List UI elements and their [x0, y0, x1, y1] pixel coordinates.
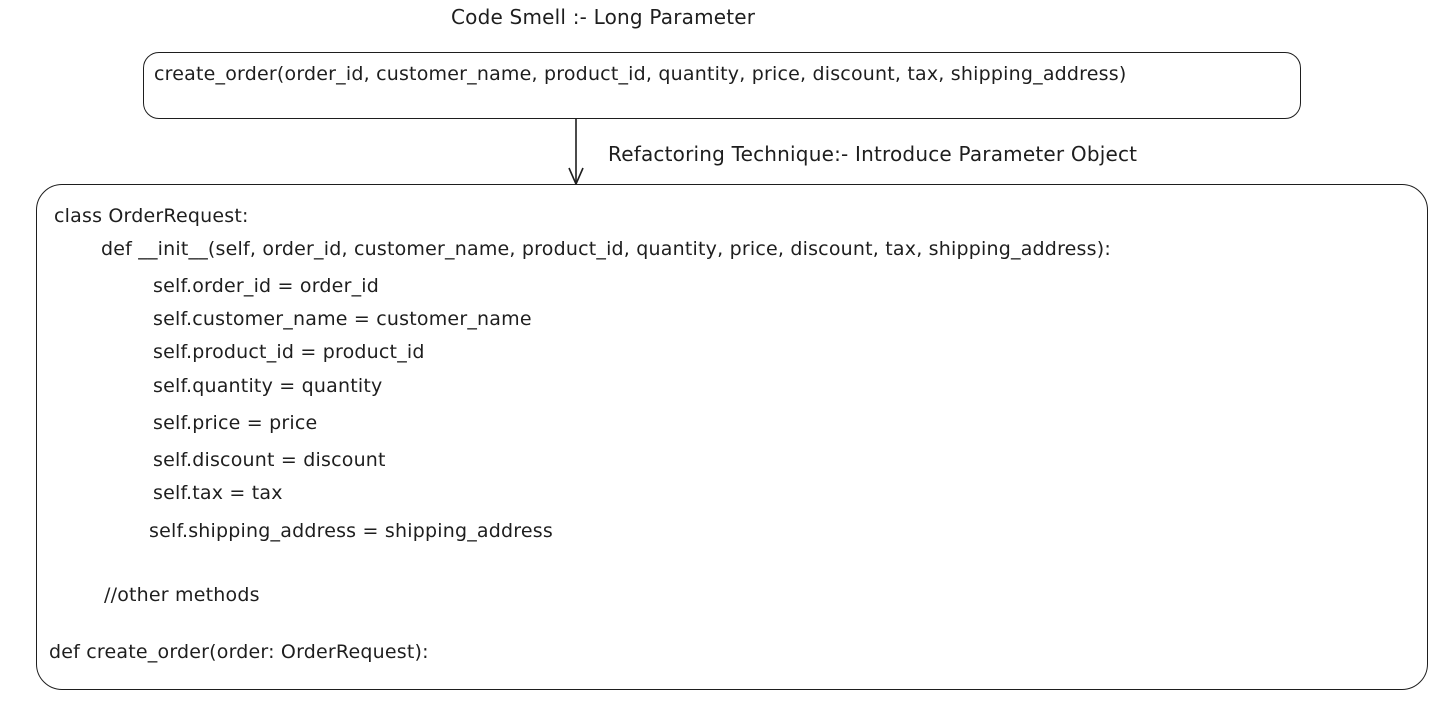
class-declaration: class OrderRequest: — [54, 205, 249, 227]
assign-customer-name: self.customer_name = customer_name — [153, 308, 532, 330]
create-order-refactored: def create_order(order: OrderRequest): — [49, 641, 429, 663]
before-signature: create_order(order_id, customer_name, pr… — [154, 63, 1127, 85]
assign-discount: self.discount = discount — [153, 449, 386, 471]
arrow-down-icon — [568, 118, 584, 186]
assign-quantity: self.quantity = quantity — [153, 375, 383, 397]
after-box: class OrderRequest: def __init__(self, o… — [36, 184, 1428, 690]
diagram-title: Code Smell :- Long Parameter — [451, 5, 756, 29]
refactoring-label: Refactoring Technique:- Introduce Parame… — [608, 142, 1138, 166]
assign-order-id: self.order_id = order_id — [153, 275, 380, 297]
assign-product-id: self.product_id = product_id — [153, 341, 425, 363]
assign-price: self.price = price — [153, 412, 318, 434]
init-method: def __init__(self, order_id, customer_na… — [101, 238, 1111, 260]
assign-tax: self.tax = tax — [153, 482, 283, 504]
assign-shipping-address: self.shipping_address = shipping_address — [149, 520, 553, 542]
before-box: create_order(order_id, customer_name, pr… — [143, 52, 1301, 119]
other-methods-comment: //other methods — [104, 584, 260, 606]
